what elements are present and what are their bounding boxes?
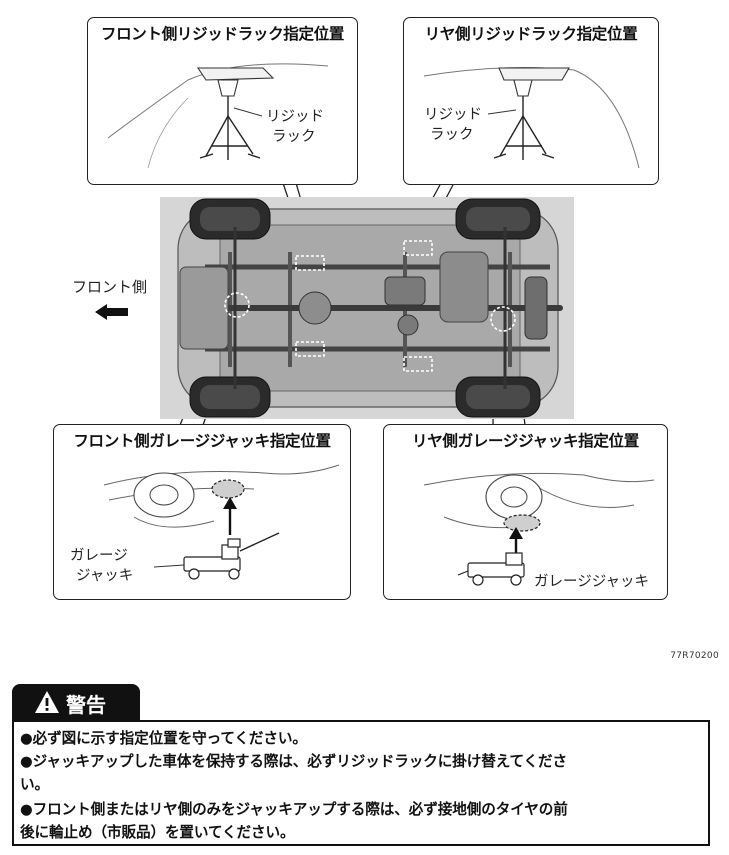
warning-item: 後に輪止め（市販品）を置いてください。: [20, 824, 295, 841]
front-side-label: フロント側: [72, 278, 148, 296]
callout-front-garage-jack: フロント側ガレージジャッキ指定位置 ガレージ ジャッキ: [53, 424, 351, 600]
front-direction-arrow-icon: [95, 304, 128, 320]
rigid-rack-front-illustration: [107, 63, 329, 169]
garage-jack-label: ガレージジャッキ: [534, 574, 649, 590]
callout-rear-rigid-rack: リヤ側リジッドラック指定位置 リジッド ラック: [403, 17, 659, 185]
warning-item: ●ジャッキアップした車体を保持する際は、必ずリジッドラックに掛け替えてくださ: [20, 753, 568, 770]
vehicle-underbody-image: [160, 197, 574, 419]
garage-jack-rear-illustration: [423, 472, 655, 586]
warning-title: 警告: [66, 693, 106, 717]
callout-front-rigid-rack: フロント側リジッドラック指定位置 リジッド ラック: [87, 17, 358, 185]
rigid-rack-label-line2: ラック: [430, 127, 474, 143]
garage-jack-front-illustration: [103, 464, 340, 580]
figure-code: 77R70200: [670, 651, 719, 661]
garage-jack-label-line1: ガレージ: [70, 548, 128, 564]
rigid-rack-label-line1: リジッド: [424, 107, 482, 123]
warning-item: い。: [20, 776, 49, 793]
callout-title: リヤ側リジッドラック指定位置: [424, 25, 638, 43]
rigid-rack-label-line2: ラック: [272, 129, 316, 145]
callout-rear-garage-jack: リヤ側ガレージジャッキ指定位置 ガレージジャッキ: [383, 424, 668, 600]
warning-header: 警告: [12, 684, 140, 720]
rigid-rack-rear-illustration: [423, 67, 640, 169]
garage-jack-label-line2: ジャッキ: [76, 568, 134, 584]
callout-title: フロント側リジッドラック指定位置: [100, 25, 345, 43]
callout-title: リヤ側ガレージジャッキ指定位置: [412, 432, 639, 450]
warning-item: ●フロント側またはリヤ側のみをジャッキアップする際は、必ず接地側のタイヤの前: [20, 801, 568, 818]
rigid-rack-label-line1: リジッド: [266, 109, 324, 125]
warning-box: ●必ず図に示す指定位置を守ってください。 ●ジャッキアップした車体を保持する際は…: [12, 720, 710, 846]
callout-title: フロント側ガレージジャッキ指定位置: [73, 432, 331, 450]
warning-item: ●必ず図に示す指定位置を守ってください。: [20, 730, 307, 747]
warning-triangle-icon: [35, 691, 59, 713]
